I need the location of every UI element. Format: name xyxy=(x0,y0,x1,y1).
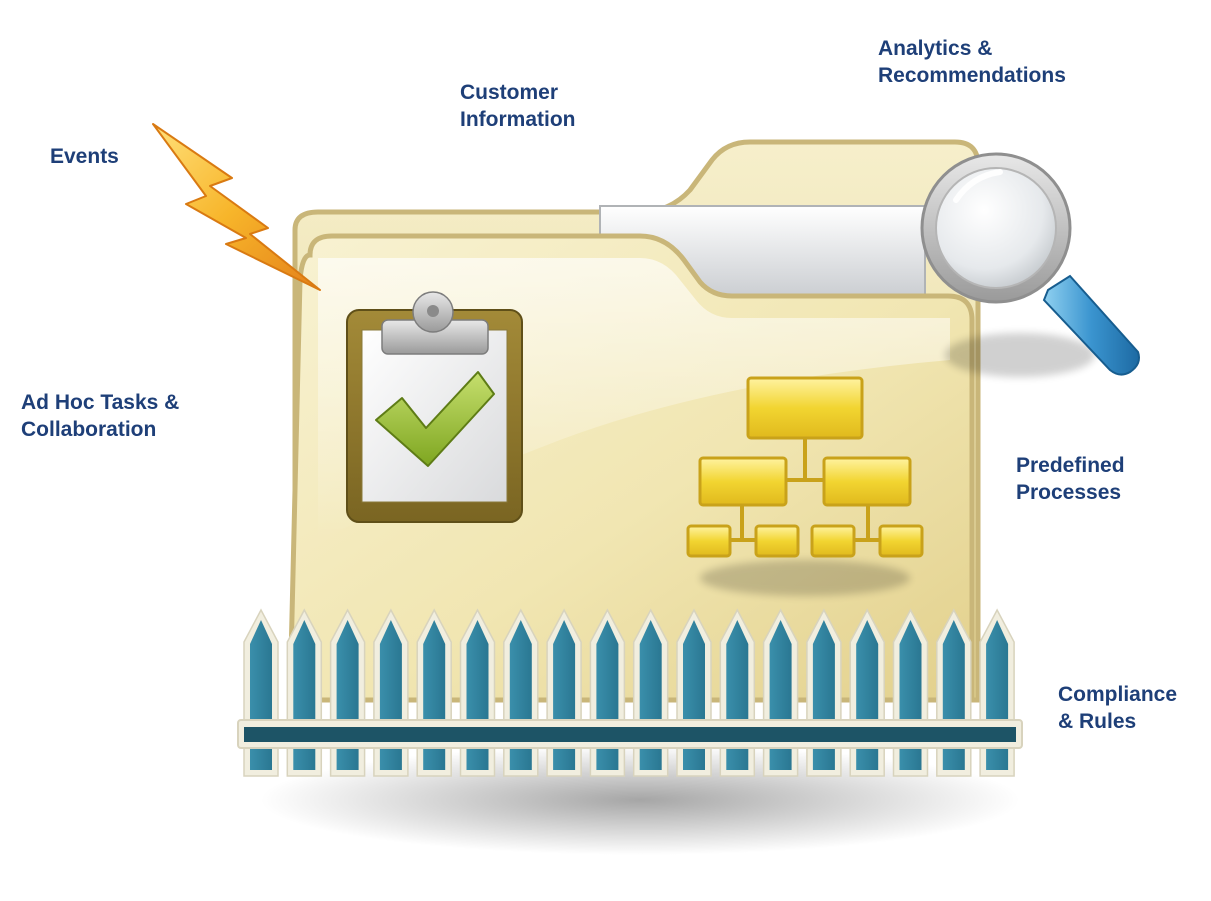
predefined-processes-label: Predefined Processes xyxy=(1016,452,1125,506)
org-chart-icon xyxy=(686,376,924,596)
adhoc-tasks-collaboration-label: Ad Hoc Tasks & Collaboration xyxy=(21,389,179,443)
predefined-label-line-1: Predefined xyxy=(1016,454,1125,477)
compliance-label-line-2: & Rules xyxy=(1058,710,1137,733)
customer-information-label-line-1: Customer xyxy=(460,81,559,104)
events-label-line-1: Events xyxy=(50,145,119,168)
events-label: Events xyxy=(50,143,119,170)
lightning-bolt-icon xyxy=(152,123,321,291)
clipboard-checkmark-icon xyxy=(346,291,523,523)
magnifying-glass-icon xyxy=(920,152,1140,377)
analytics-label-line-1: Analytics & xyxy=(878,37,993,60)
adhoc-label-line-2: Collaboration xyxy=(21,418,157,441)
picket-fence-icon xyxy=(237,608,1023,777)
analytics-recommendations-label: Analytics & Recommendations xyxy=(878,35,1066,89)
customer-information-label: Customer Information xyxy=(460,79,576,133)
analytics-label-line-2: Recommendations xyxy=(878,64,1066,87)
customer-information-label-line-2: Information xyxy=(460,108,576,131)
compliance-rules-label: Compliance & Rules xyxy=(1058,681,1177,735)
predefined-label-line-2: Processes xyxy=(1016,481,1122,504)
compliance-label-line-1: Compliance xyxy=(1058,683,1178,706)
adhoc-label-line-1: Ad Hoc Tasks & xyxy=(21,391,180,414)
